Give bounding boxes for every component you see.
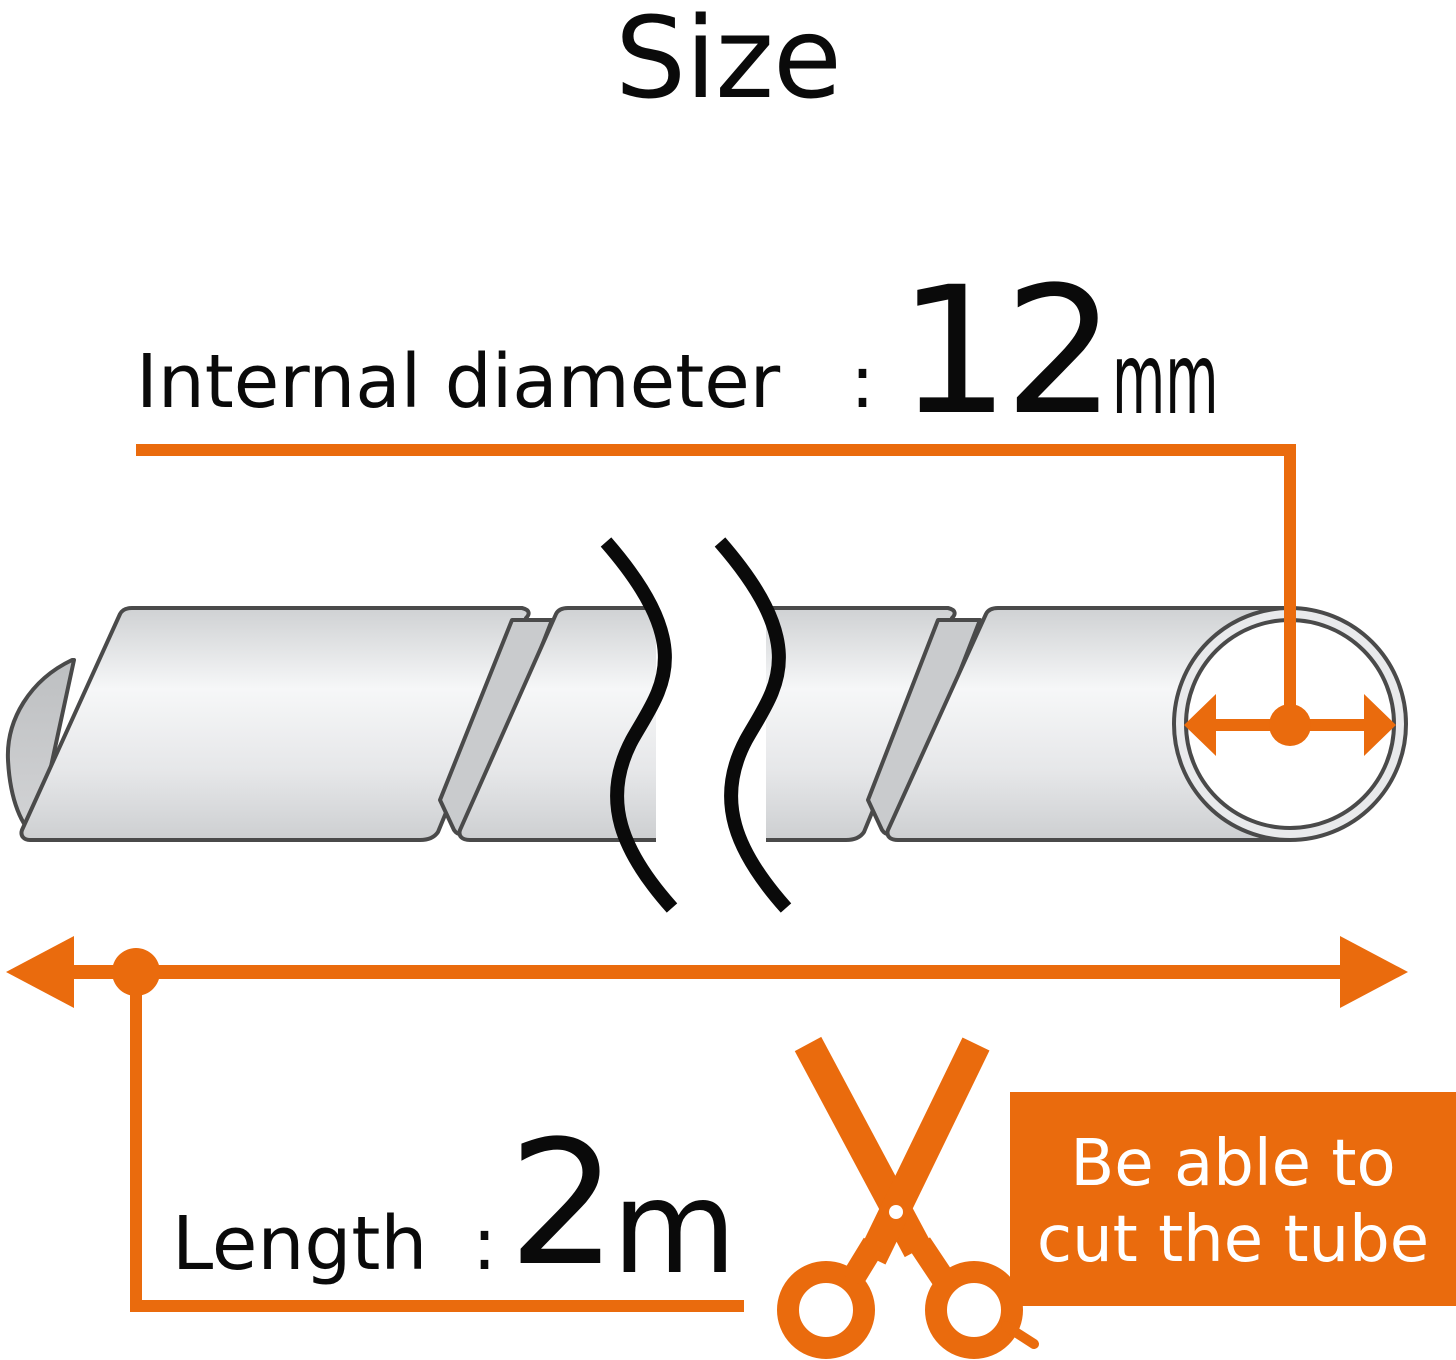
internal-diameter-colon: : bbox=[850, 339, 875, 425]
diameter-arrow bbox=[1184, 694, 1396, 756]
internal-diameter-value: 12 bbox=[898, 249, 1116, 454]
length-leader-line bbox=[130, 972, 744, 1312]
tube-segment bbox=[457, 606, 662, 842]
diameter-leader-line bbox=[136, 444, 1296, 716]
page-title: Size bbox=[615, 0, 842, 124]
length-label: Length bbox=[172, 1201, 428, 1287]
length-value: 2 bbox=[508, 1103, 617, 1304]
scissors-icon bbox=[777, 1036, 1039, 1359]
tube-segment bbox=[19, 606, 531, 842]
cut-badge-line2: cut the tube bbox=[1036, 1203, 1430, 1277]
cut-badge bbox=[1010, 1092, 1456, 1306]
tube-segment bbox=[758, 606, 957, 842]
cut-badge-line1: Be able to bbox=[1070, 1127, 1396, 1201]
break-mark-icon bbox=[600, 537, 792, 913]
internal-diameter-label: Internal diameter bbox=[136, 339, 781, 425]
cut-badge-text: Be able to cut the tube bbox=[1010, 1126, 1456, 1278]
internal-diameter-unit: mm bbox=[1112, 323, 1219, 437]
length-arrow bbox=[6, 936, 1408, 1008]
length-colon: : bbox=[472, 1201, 497, 1287]
length-unit: m bbox=[612, 1154, 737, 1303]
